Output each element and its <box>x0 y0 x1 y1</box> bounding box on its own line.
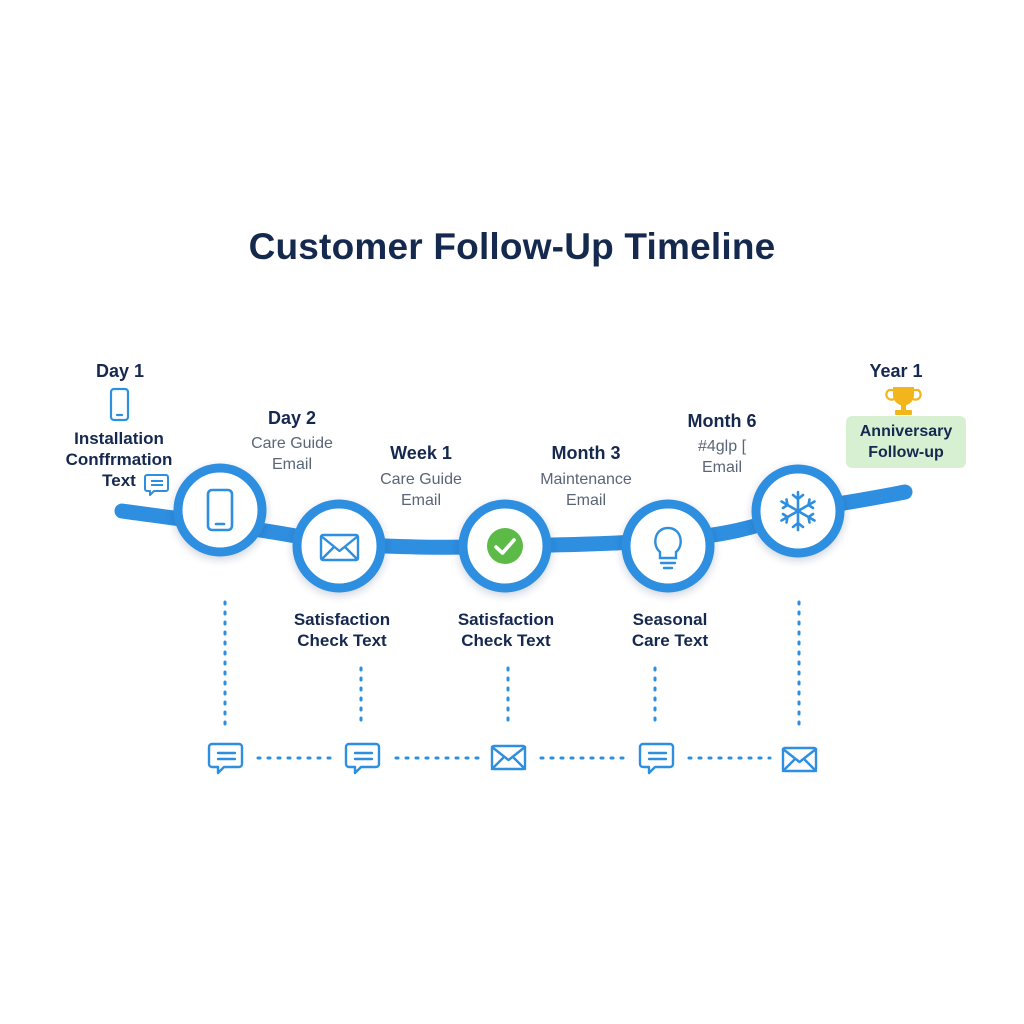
milestone-3-desc: Care Guide Email <box>361 469 481 511</box>
milestone-5-line-2: Email <box>701 459 742 476</box>
smartphone-icon <box>109 387 130 422</box>
chat-icon <box>207 742 244 775</box>
below-label-1-line-1: Satisfaction <box>293 610 391 629</box>
milestone-4-when: Month 3 <box>551 443 621 463</box>
milestone-3-line-1: Care Guide <box>380 471 462 488</box>
milestone-4-line-2: Email <box>565 492 606 509</box>
below-label-1-line-2: Check Text <box>297 631 387 650</box>
milestone-1-line-3: Text <box>102 471 136 490</box>
milestone-1-desc: Installation Conffrmation Text <box>54 428 184 491</box>
milestone-6-when: Year 1 <box>869 361 923 381</box>
milestone-2-desc: Care Guide Email <box>232 433 352 475</box>
below-label-2-line-2: Check Text <box>461 631 551 650</box>
milestone-3-line-2: Email <box>400 492 441 509</box>
timeline-node-4 <box>621 499 715 593</box>
milestone-5-when: Month 6 <box>687 411 757 431</box>
anniversary-badge: Anniversary Follow-up <box>846 416 966 468</box>
milestone-2-line-2: Email <box>271 456 312 473</box>
envelope-icon <box>490 744 527 771</box>
milestone-6-line-2: Follow-up <box>868 444 944 461</box>
milestone-2-when: Day 2 <box>267 408 317 428</box>
milestone-1-line-2: Conffrmation <box>65 450 173 469</box>
smartphone-icon <box>206 488 234 532</box>
milestone-5-desc: #4glp [ Email <box>662 436 782 478</box>
below-label-1: Satisfaction Check Text <box>272 609 412 651</box>
milestone-2-line-1: Care Guide <box>251 435 333 452</box>
milestone-4-desc: Maintenance Email <box>521 469 651 511</box>
timeline-node-5 <box>751 464 845 558</box>
envelope-icon <box>781 746 818 773</box>
vertical-connectors <box>223 600 801 730</box>
timeline-node-2 <box>292 499 386 593</box>
timeline-node-3 <box>458 499 552 593</box>
chat-icon <box>344 742 381 775</box>
page-title: Customer Follow-Up Timeline <box>248 226 776 267</box>
milestone-1-when: Day 1 <box>95 361 145 381</box>
checkmark-icon <box>487 528 523 564</box>
milestone-3-when: Week 1 <box>390 443 452 463</box>
milestone-6-line-1: Anniversary <box>859 423 953 440</box>
envelope-icon <box>319 533 360 562</box>
timeline-node-1 <box>173 463 267 557</box>
lightbulb-icon <box>654 526 682 570</box>
below-label-3-line-1: Seasonal <box>632 610 708 629</box>
below-label-2: Satisfaction Check Text <box>436 609 576 651</box>
trophy-icon <box>885 387 922 415</box>
milestone-4-line-1: Maintenance <box>540 471 632 488</box>
snowflake-icon <box>780 490 816 532</box>
milestone-1-line-1: Installation <box>74 429 164 448</box>
chat-icon <box>638 742 675 775</box>
below-label-3: Seasonal Care Text <box>600 609 740 651</box>
milestone-5-line-1: #4glp [ <box>697 438 747 455</box>
chat-icon <box>144 474 169 496</box>
bottom-icon-row <box>207 742 818 775</box>
below-label-3-line-2: Care Text <box>631 631 709 650</box>
below-label-2-line-1: Satisfaction <box>457 610 555 629</box>
